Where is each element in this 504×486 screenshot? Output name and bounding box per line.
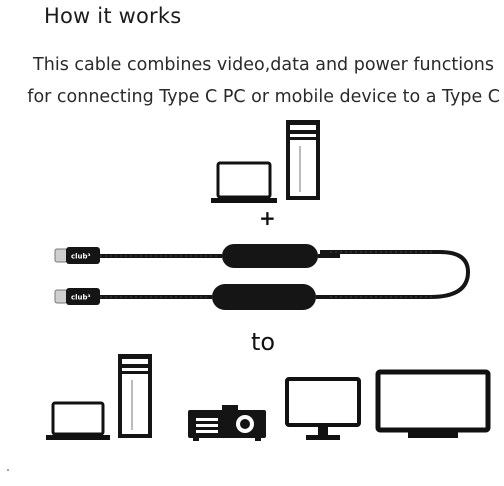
dest-monitor-icon bbox=[285, 377, 361, 440]
usb-c-connector-bottom: club³ bbox=[54, 288, 100, 305]
dest-pc-tower-icon bbox=[118, 354, 152, 438]
stray-dot bbox=[7, 469, 9, 471]
connector-brand-label: club³ bbox=[71, 253, 91, 261]
to-label: to bbox=[251, 328, 276, 356]
dest-projector-icon bbox=[188, 405, 266, 441]
description-line-1: This cable combines video,data and power… bbox=[33, 55, 494, 75]
dest-tv-icon bbox=[375, 369, 491, 438]
dest-laptop-icon bbox=[46, 401, 110, 440]
page-title: How it works bbox=[44, 4, 182, 28]
description-line-2: for connecting Type C PC or mobile devic… bbox=[27, 87, 500, 107]
usb-c-y-cable: club³ club³ bbox=[54, 244, 471, 310]
source-laptop-icon bbox=[211, 161, 277, 203]
usb-c-connector-top: club³ bbox=[54, 247, 100, 264]
source-pc-tower-icon bbox=[286, 120, 320, 200]
connector-brand-label: club³ bbox=[71, 294, 91, 302]
plus-sign: + bbox=[259, 206, 276, 230]
